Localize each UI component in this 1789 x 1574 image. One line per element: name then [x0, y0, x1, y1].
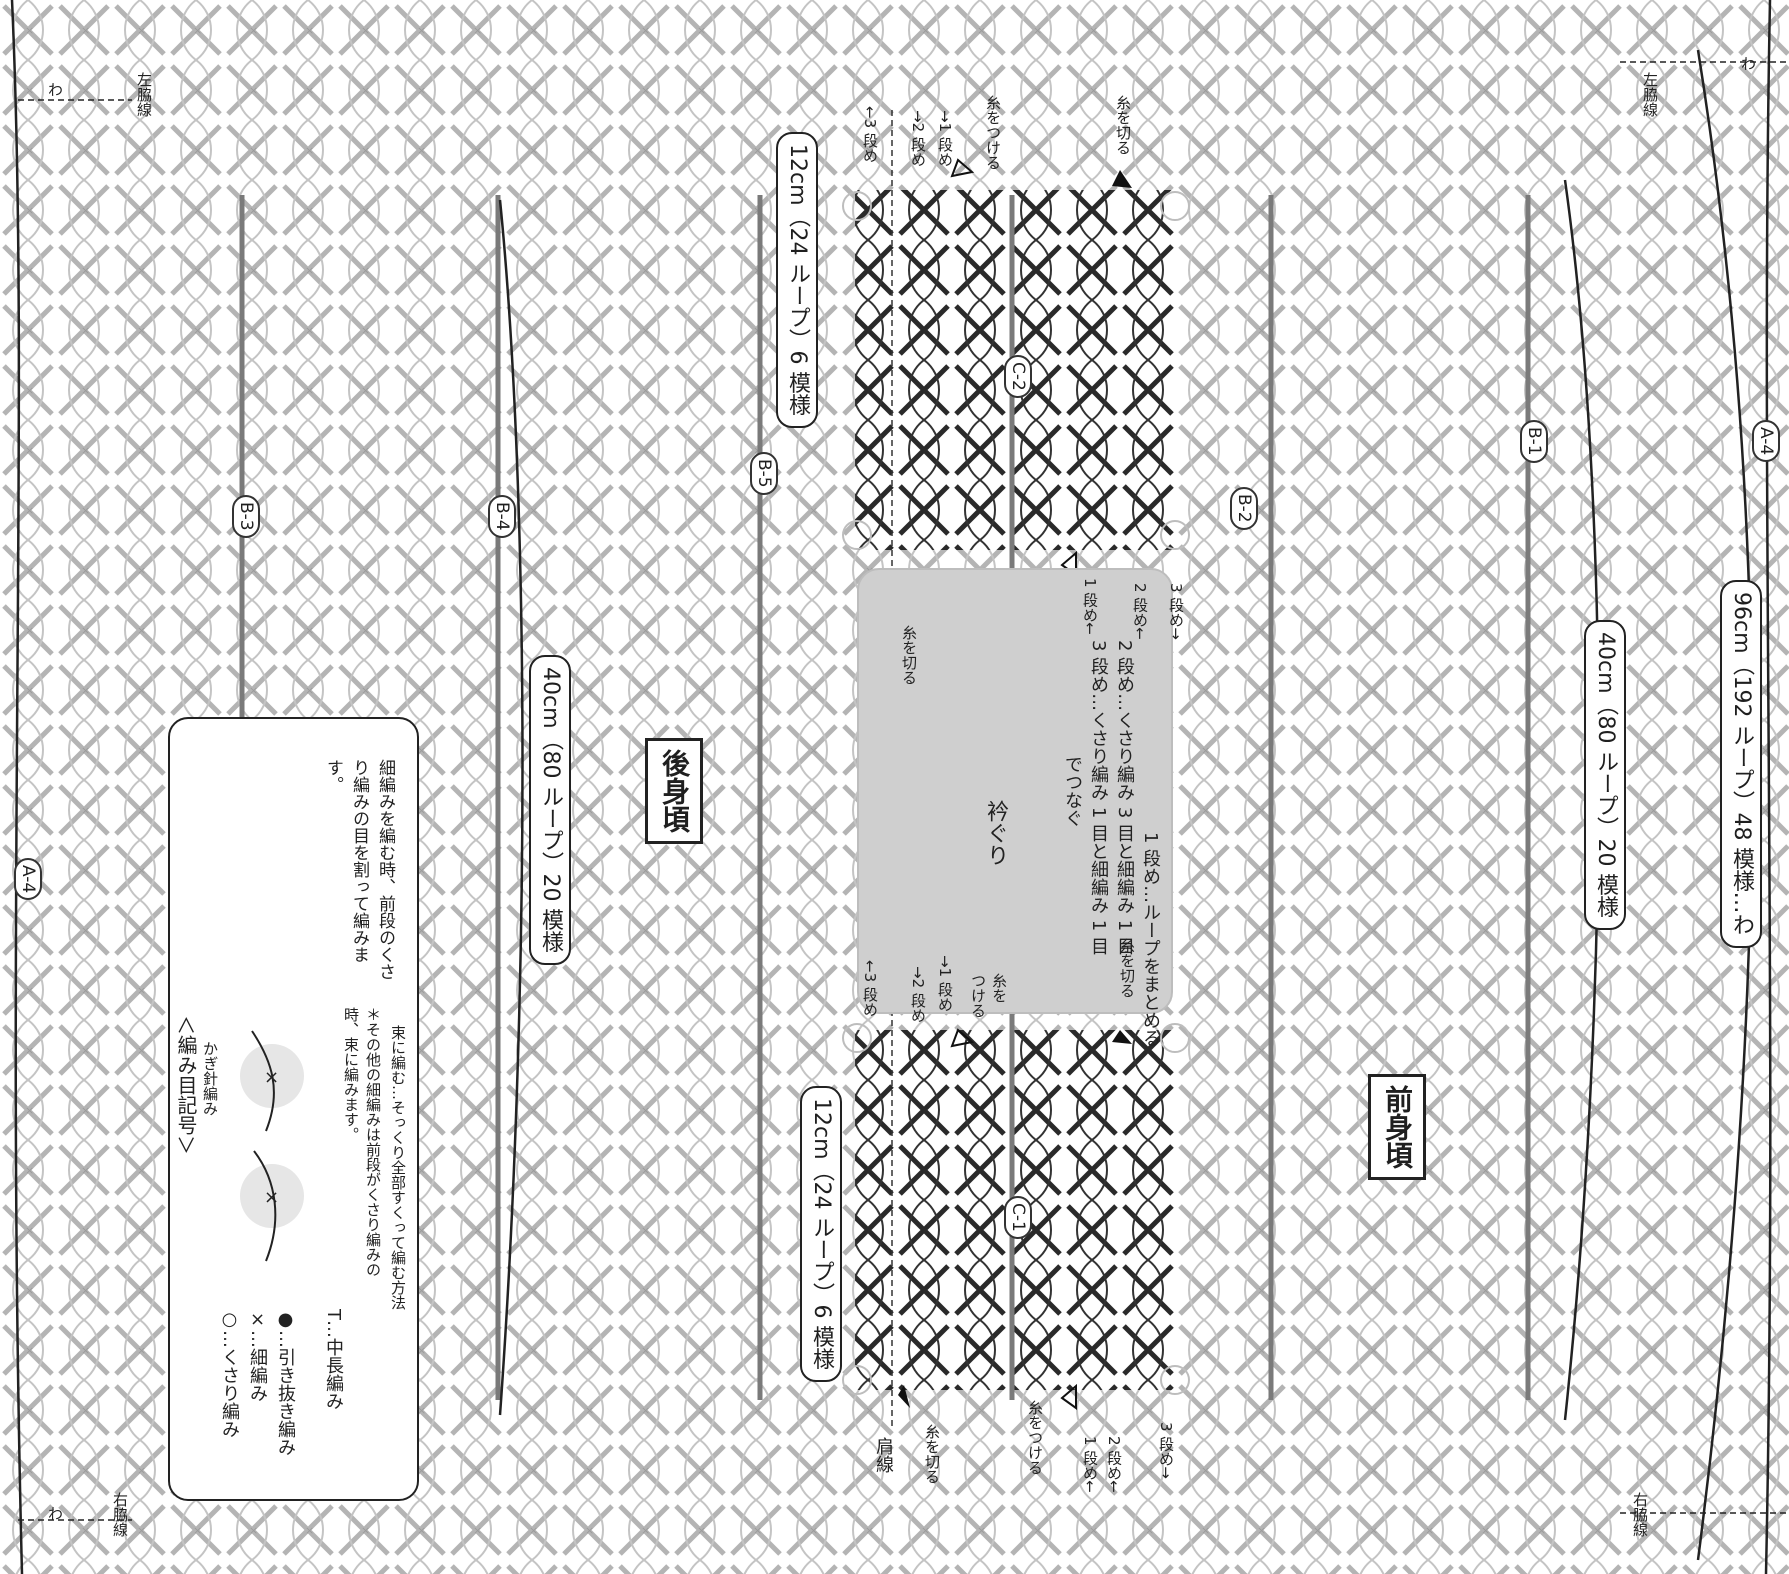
lower-row2-arrow: →2 段め — [909, 966, 927, 1023]
neck-width-lower: 12cm（24 ループ）6 模様 — [800, 1086, 842, 1382]
upper-attach-yarn: 糸をつける — [984, 95, 1002, 170]
front-body-label: 前身頃 — [1368, 1074, 1426, 1180]
stitch-legend: ＜編み目記号＞ かぎ針編み × × 細編みを編む時、前段のくさり編みの目を割って… — [168, 717, 419, 1501]
right-side-line-bottom-right: 右脇線 — [1631, 1492, 1649, 1537]
legend-note-bundle: 束に編む…そっくり全部すくって編む方法 — [389, 1025, 407, 1310]
left-side-line-top-right: 左脇線 — [1641, 72, 1659, 117]
neckline-panel: 1 段め…ループをまとめる 2 段め…くさり編み 3 目と細編み 1 目 3 段… — [857, 568, 1173, 1047]
upper-row3-arrow: ←3 段め — [861, 106, 879, 163]
front-width-dimension: 40cm（80 ループ）20 模様 — [1584, 620, 1626, 930]
bottom-row1: 1 段め← — [1081, 1436, 1099, 1493]
legend-note-star: ＊その他の細編みは前段がくさり編みの時、束に編みます。 — [342, 1007, 382, 1277]
mid-row3-left: 3 段め→ — [1167, 583, 1185, 640]
fold-mark-bottom-left: わ — [46, 1506, 64, 1521]
legend-item-chain-text: …くさり編み — [219, 1330, 240, 1438]
upper-row2-arrow: →2 段め — [909, 110, 927, 167]
pattern-tag-b4: B-4 — [488, 495, 516, 538]
mid-row2-left: 2 段め← — [1131, 583, 1149, 640]
pattern-tag-b5: B-5 — [750, 452, 778, 495]
upper-row1-arrow: →1 段め — [936, 110, 954, 167]
legend-item-slip: ●…引き抜き編み — [272, 1309, 298, 1456]
back-body-label: 後身頃 — [645, 738, 703, 844]
legend-item-slip-text: …引き抜き編み — [275, 1330, 296, 1456]
upper-cut-yarn: 糸を切る — [1114, 95, 1132, 155]
bottom-attach-yarn: 糸をつける — [1026, 1400, 1044, 1475]
legend-item-half-double-text: …中長編み — [323, 1320, 344, 1410]
neck-width-upper: 12cm（24 ループ）6 模様 — [776, 132, 818, 428]
chain-stitch-icon: ○ — [219, 1309, 240, 1330]
legend-item-single-text: …細編み — [247, 1330, 268, 1402]
bottom-row2: 2 段め← — [1105, 1436, 1123, 1493]
half-double-crochet-icon: T — [323, 1309, 344, 1320]
stitch-diagram-icon: × × — [240, 1030, 304, 1262]
mid-row1-left: 1 段め← — [1081, 578, 1099, 635]
neck-instruction-3: 3 段め…くさり編み 1 目と細編み 1 目 — [1088, 640, 1109, 955]
pattern-tag-c2: C-2 — [1004, 355, 1032, 398]
bottom-cut-yarn: 糸を切る — [923, 1424, 941, 1484]
left-side-line-top-left: 左脇線 — [135, 72, 153, 117]
neck-instruction-2: 2 段め…くさり編み 3 目と細編み 1 目 — [1114, 640, 1135, 955]
slip-stitch-icon: ● — [275, 1309, 296, 1330]
fold-mark-top-left: わ — [46, 82, 64, 97]
shoulder-line-label: 肩線 — [873, 1437, 894, 1473]
legend-note-main: 細編みを編む時、前段のくさり編みの目を割って編みます。 — [323, 759, 395, 980]
fold-mark-top-right: わ — [1739, 56, 1757, 71]
legend-item-single: ×…細編み — [244, 1309, 270, 1402]
pattern-tag-a4-left: A-4 — [14, 858, 42, 901]
neckline-label: 衿ぐり — [983, 800, 1008, 866]
neck-cut-yarn-top: 糸を切る — [900, 625, 918, 685]
pattern-tag-c1: C-1 — [1004, 1196, 1032, 1239]
lower-attach-yarn: 糸を つける — [969, 973, 1008, 1018]
right-side-line-bottom-left: 右脇線 — [111, 1492, 129, 1537]
legend-title: ＜編み目記号＞ — [174, 1015, 198, 1155]
legend-subtitle: かぎ針編み — [201, 1041, 219, 1116]
legend-item-chain: ○…くさり編み — [216, 1309, 242, 1438]
back-width-dimension: 40cm（80 ループ）20 模様 — [529, 655, 571, 965]
pattern-tag-b1: B-1 — [1520, 420, 1548, 463]
pattern-tag-b3: B-3 — [232, 495, 260, 538]
bottom-row3: 3 段め→ — [1157, 1422, 1175, 1479]
neck-cut-yarn-bottom: 糸を切る — [1118, 938, 1136, 998]
pattern-tag-a4-right: A-4 — [1752, 420, 1780, 463]
lower-row3-arrow: ←3 段め — [861, 960, 879, 1017]
single-crochet-icon: × — [247, 1309, 268, 1330]
legend-item-half-double: T…中長編み — [320, 1309, 346, 1410]
svg-text:×: × — [264, 1067, 279, 1088]
pattern-tag-b2: B-2 — [1230, 487, 1258, 530]
svg-text:×: × — [264, 1187, 279, 1208]
neck-instruction-1: 1 段め…ループをまとめる — [1140, 832, 1161, 1048]
lower-row1-arrow: →1 段め — [936, 955, 954, 1012]
total-width-dimension: 96cm（192 ループ）48 模様…わ — [1720, 580, 1762, 948]
neck-instruction-4: でつなぐ — [1062, 755, 1083, 827]
